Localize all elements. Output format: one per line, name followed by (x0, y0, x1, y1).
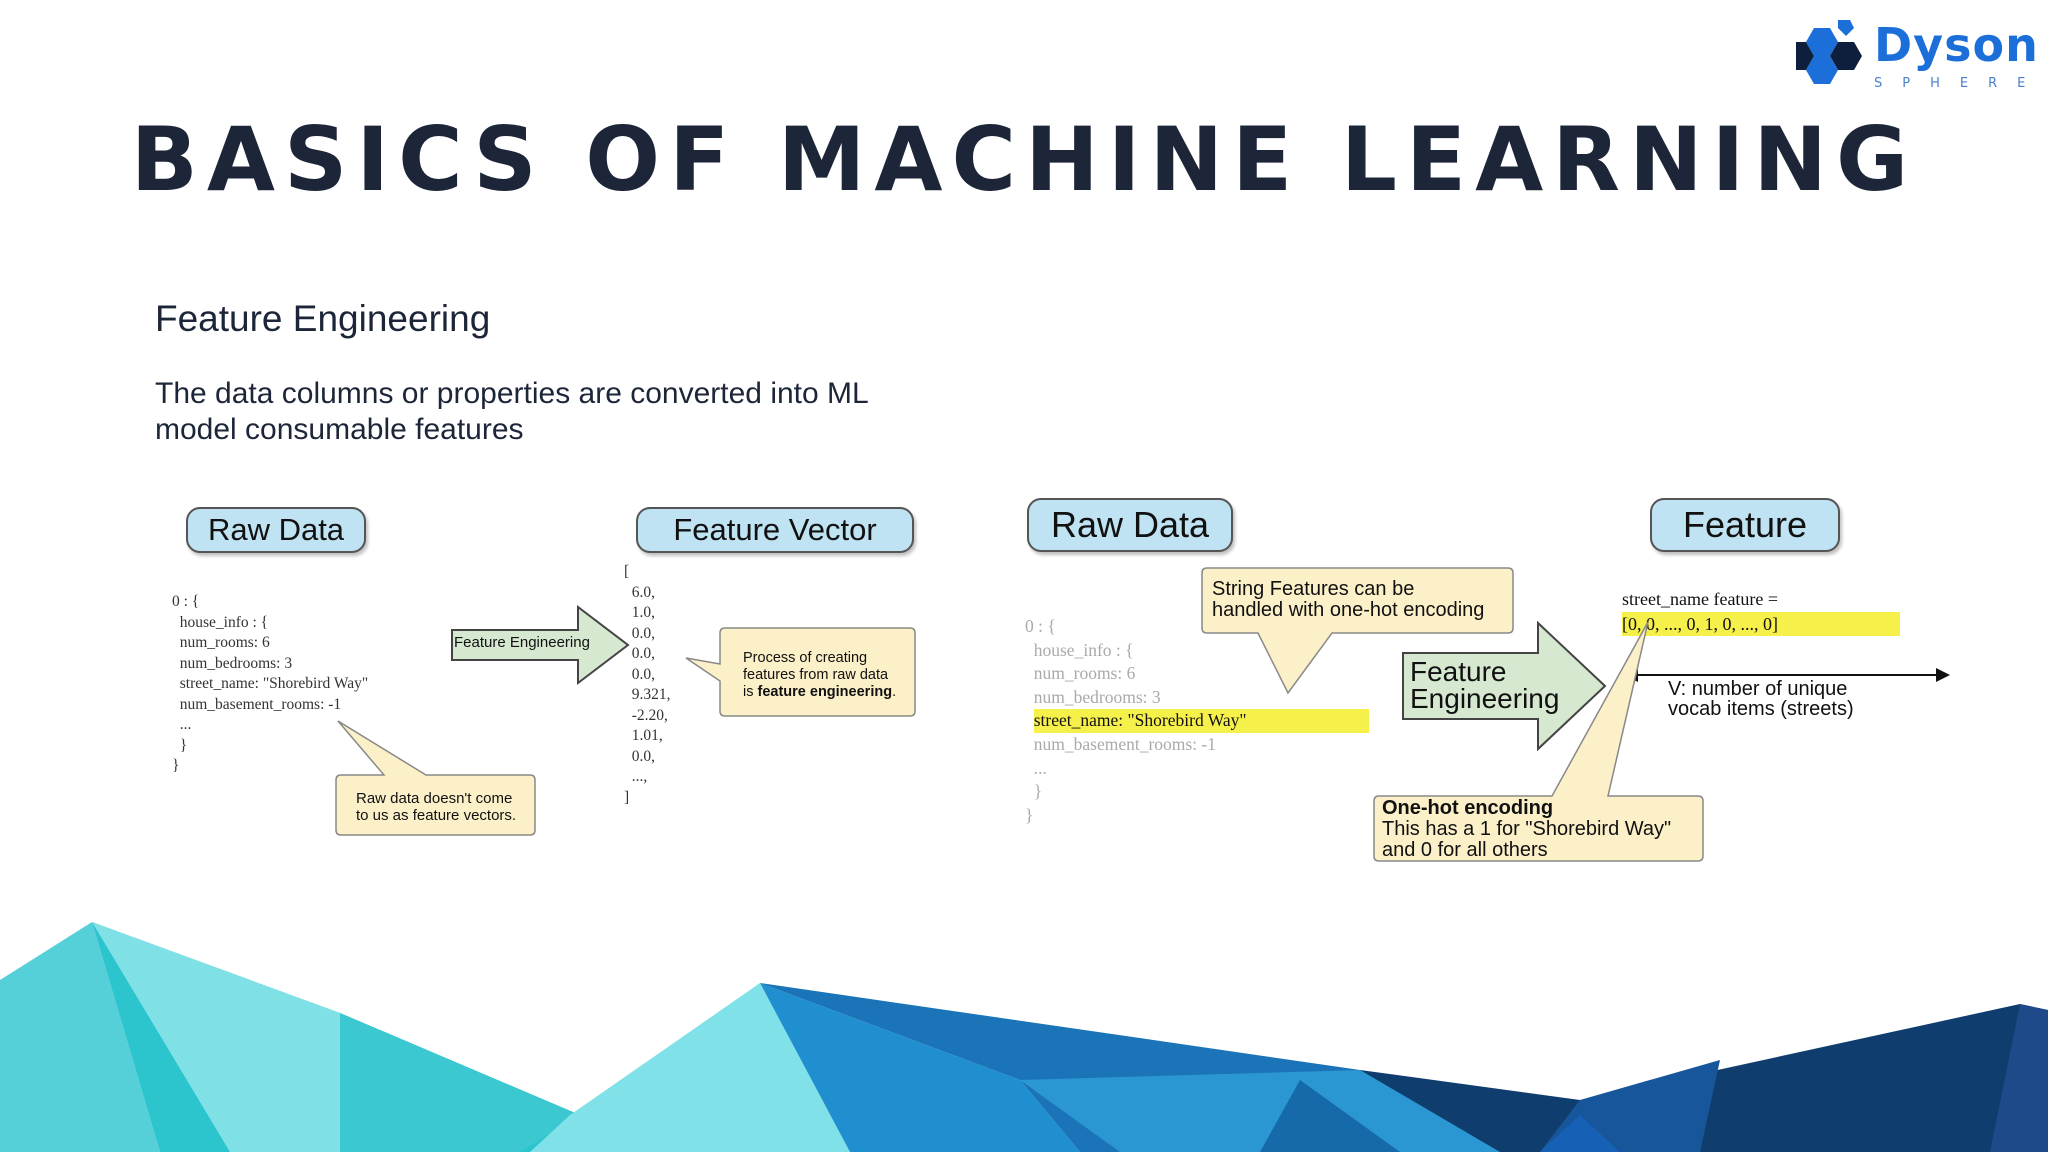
slide-title: BASICS OF MACHINE LEARNING (130, 108, 1918, 211)
code-line: 0.0, (624, 624, 655, 642)
logo-tagline: SPHERE (1874, 76, 2046, 91)
code-line: 0.0, (624, 645, 655, 662)
code-line: num_bedrooms: 3 (1025, 686, 1161, 707)
code-line: house_info : { (1025, 639, 1134, 660)
code-line: house_info : { (172, 613, 269, 631)
code-line: num_bedrooms: 3 (172, 654, 293, 672)
code-line: [ (624, 563, 630, 580)
code-line: num_rooms: 6 (172, 634, 270, 651)
dyson-sphere-logo-icon (1796, 20, 1862, 84)
callout-process-text: Process of creating features from raw da… (743, 650, 897, 700)
feature-engineering-arrow-label-big: Feature Engineering (1410, 656, 1560, 714)
code-line: num_rooms: 6 (1025, 663, 1136, 684)
callout-raw-data-bubble (335, 720, 536, 836)
code-line: num_basement_rooms: -1 (172, 695, 342, 713)
raw-data-code-right: 0 : { house_info : { num_rooms: 6 num_be… (1025, 615, 1369, 827)
code-line: 9.321, (624, 686, 671, 703)
feature-vector-label: Feature Vector (636, 507, 914, 553)
code-line: 0.0, (624, 665, 655, 683)
raw-data-label-left: Raw Data (186, 507, 366, 553)
feature-equation: street_name feature = (1622, 589, 1779, 609)
logo-wordmark: Dyson (1874, 18, 2039, 72)
code-line: } (172, 757, 180, 774)
code-line: 0.0, (624, 747, 655, 765)
code-line: } (1025, 781, 1043, 802)
code-line: ..., (624, 768, 648, 785)
callout-raw-data-text: Raw data doesn't come to us as feature v… (356, 790, 517, 824)
code-line: street_name: "Shorebird Way" (172, 675, 369, 692)
callout-one-hot-bubble (1373, 621, 1704, 862)
callout-one-hot-text: One-hot encoding This has a 1 for "Shore… (1382, 797, 1672, 861)
code-line: 1.01, (624, 727, 663, 744)
code-line: 1.0, (624, 604, 655, 621)
highlighted-street-name: street_name: "Shorebird Way" (1033, 709, 1369, 733)
code-line: 0 : { (172, 593, 200, 610)
slide-subtitle: Feature Engineering (155, 298, 491, 339)
feature-vector-code: [ 6.0, 1.0, 0.0, 0.0, 0.0, 9.321, -2.20,… (624, 562, 671, 808)
feature-engineering-arrow-left (451, 604, 630, 686)
code-line: 0 : { (1025, 616, 1056, 636)
vocab-size-label: V: number of unique vocab items (streets… (1668, 678, 1854, 720)
code-line: ... (172, 716, 192, 733)
code-line: } (1025, 804, 1034, 825)
raw-data-code-left: 0 : { house_info : { num_rooms: 6 num_be… (172, 592, 368, 777)
feature-label: Feature (1650, 498, 1840, 552)
callout-string-features-text: String Features can be handled with one-… (1212, 578, 1485, 621)
feature-engineering-arrow-right (1402, 620, 1607, 752)
raw-data-label-right: Raw Data (1027, 498, 1233, 552)
code-line: 6.0, (624, 583, 655, 601)
code-line: ... (1025, 757, 1047, 778)
code-line: -2.20, (624, 706, 668, 724)
one-hot-feature-vector: [0, 0, ..., 0, 1, 0, ..., 0] (1622, 612, 1900, 636)
callout-process-bubble (685, 627, 916, 717)
feature-engineering-arrow-label: Feature Engineering (454, 634, 590, 651)
code-line: ] (624, 788, 630, 806)
callout-string-features-bubble (1201, 567, 1514, 695)
slide-description: The data columns or properties are conve… (155, 377, 868, 446)
code-line: num_basement_rooms: -1 (1025, 733, 1217, 754)
code-line: } (172, 736, 188, 754)
